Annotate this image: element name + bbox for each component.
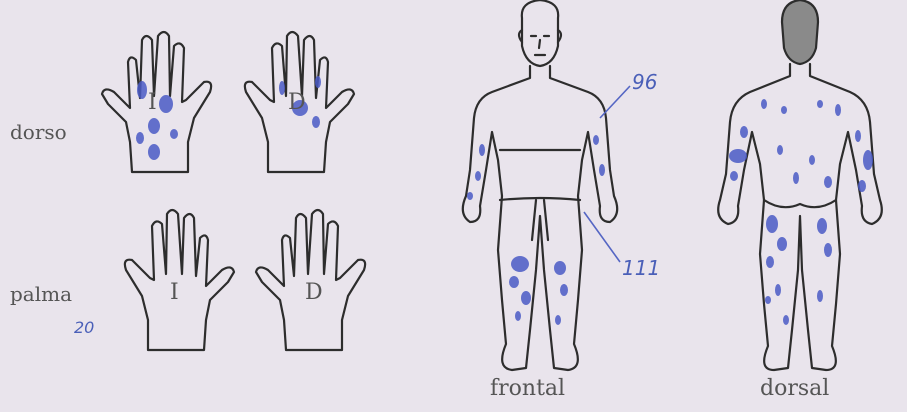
annotation-palm-note: 20 <box>74 318 94 337</box>
annotation-front-leg: 111 <box>622 256 660 280</box>
hand-letter-right-bottom: D <box>305 280 323 305</box>
caption-dorsal: dorsal <box>760 376 829 401</box>
row-label-dorsum: dorso <box>10 120 67 144</box>
hand-letter-left-top: I <box>148 90 157 115</box>
hand-palm-left <box>125 210 234 350</box>
body-frontal-figure <box>463 0 630 370</box>
hand-letter-right-top: D <box>288 90 306 115</box>
row-label-palm: palma <box>10 282 72 306</box>
caption-frontal: frontal <box>490 376 565 401</box>
annotation-front-arm: 96 <box>632 70 657 94</box>
hand-letter-left-bottom: I <box>170 280 179 305</box>
body-dorsal-figure <box>718 0 882 370</box>
